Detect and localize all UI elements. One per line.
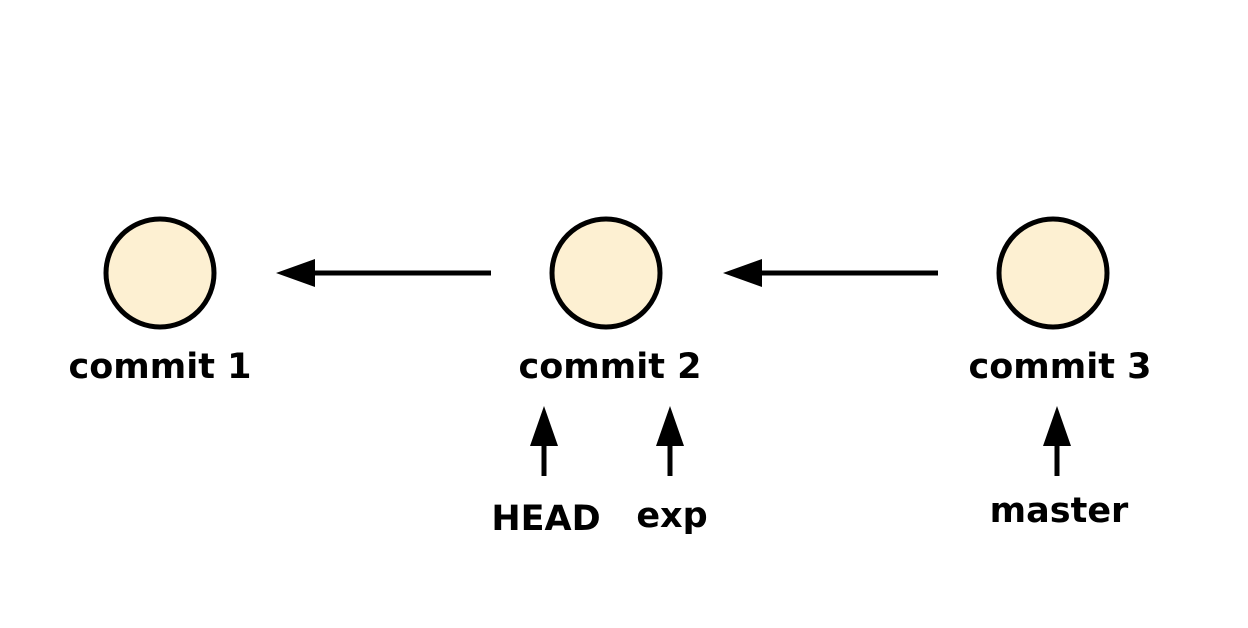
commit-node-1: commit 1 — [69, 216, 252, 387]
commit-node-3: commit 3 — [969, 216, 1152, 387]
commit-circle — [996, 216, 1110, 330]
arrowhead-up-icon — [656, 406, 684, 446]
ref-master: master — [990, 406, 1129, 531]
arrowhead-up-icon — [530, 406, 558, 446]
arrowhead-up-icon — [1043, 406, 1071, 446]
edge-commit2-to-commit1 — [276, 259, 491, 287]
commit-label: commit 2 — [519, 347, 702, 387]
commit-circle — [549, 216, 663, 330]
arrowhead-left-icon — [723, 259, 762, 287]
ref-exp: exp — [636, 406, 708, 536]
commit-circle — [103, 216, 217, 330]
commit-label: commit 1 — [69, 347, 252, 387]
arrowhead-left-icon — [276, 259, 315, 287]
commit-node-2: commit 2 — [519, 216, 702, 387]
ref-head: HEAD — [491, 406, 601, 539]
ref-label-master: master — [990, 491, 1129, 531]
ref-label-head: HEAD — [491, 499, 600, 539]
edge-commit3-to-commit2 — [723, 259, 938, 287]
ref-label-exp: exp — [636, 496, 707, 536]
commit-label: commit 3 — [969, 347, 1152, 387]
